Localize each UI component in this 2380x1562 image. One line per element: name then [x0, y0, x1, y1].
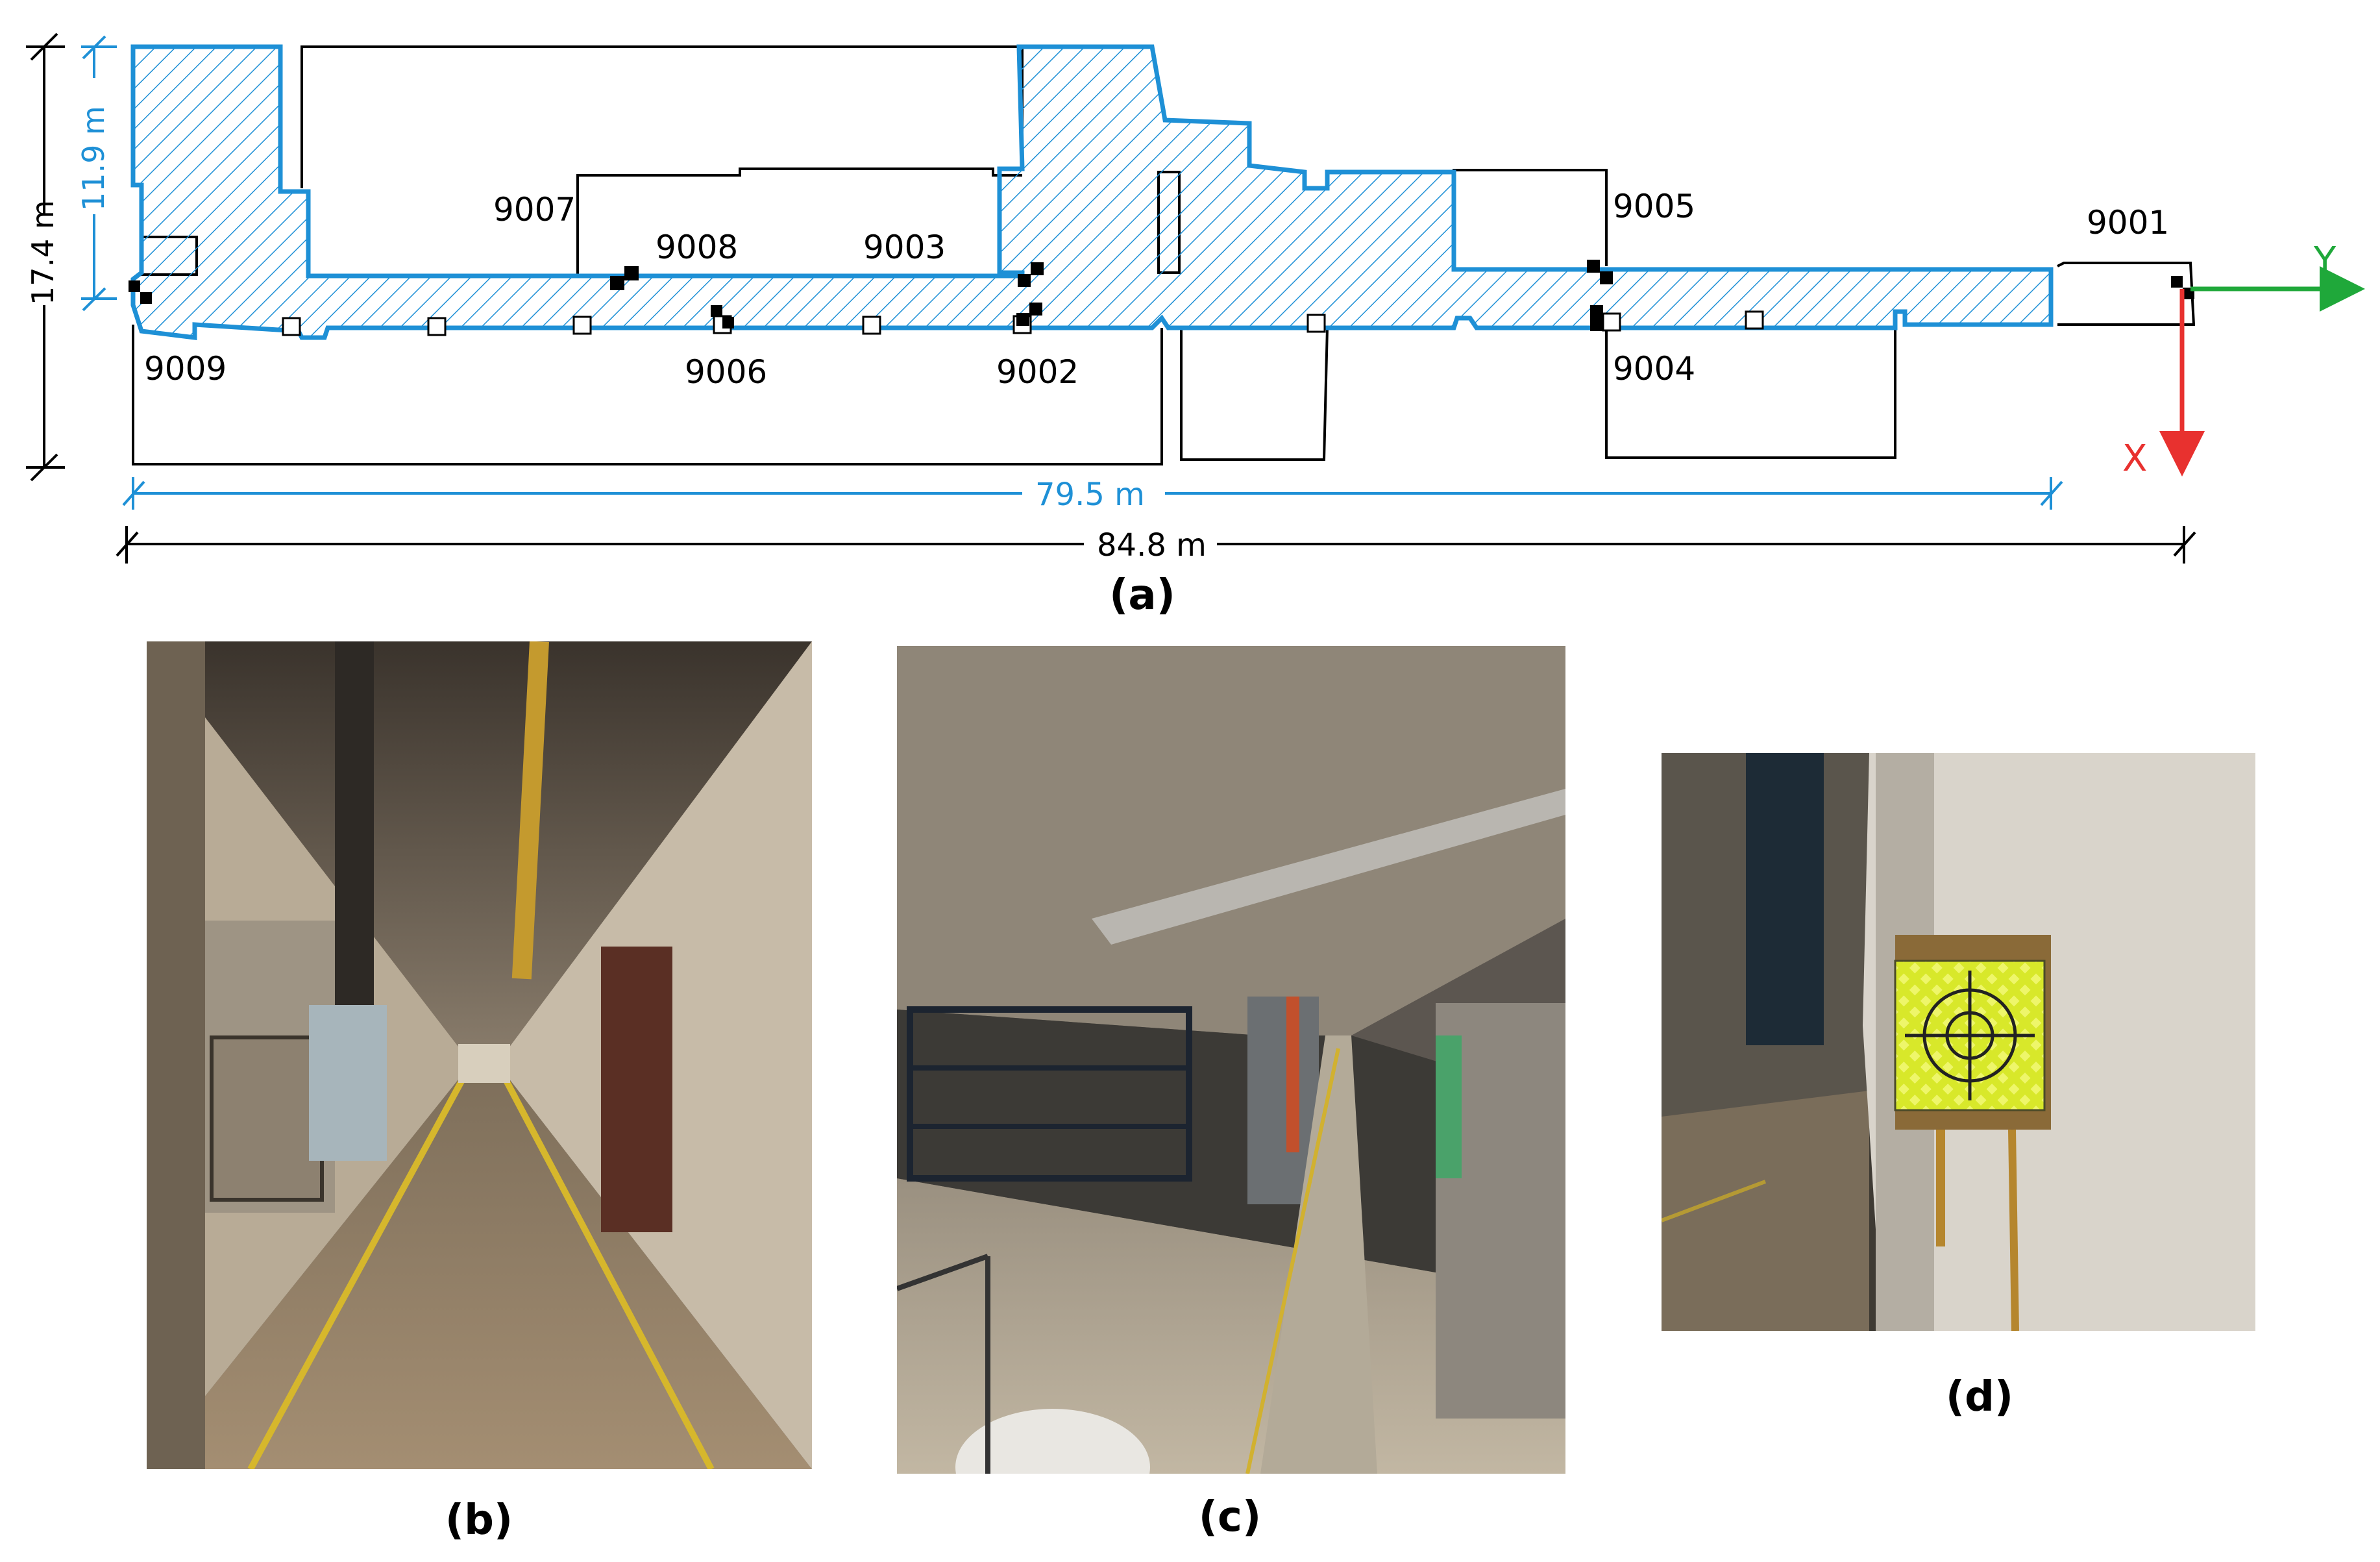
photo-b-corridor [147, 641, 812, 1469]
wall-marker [862, 316, 881, 335]
point-label-9004: 9004 [1613, 350, 1695, 388]
survey-point-symbol [129, 280, 140, 292]
dimension-total-height-label: 17.4 m [25, 200, 60, 305]
point-label-9001: 9001 [2087, 204, 2169, 242]
dimension-corridor-height [81, 35, 117, 312]
survey-point-symbol [1587, 260, 1600, 273]
dimension-total-length [116, 526, 2196, 564]
survey-point-symbol [1590, 305, 1603, 318]
point-label-9006: 9006 [685, 353, 767, 391]
wall-marker [427, 317, 447, 336]
survey-point-symbol [711, 305, 722, 317]
y-axis-label: Y [2313, 240, 2337, 282]
room-outline-south-east [1605, 312, 1896, 459]
caption-d: (d) [1945, 1373, 2014, 1421]
photo-d-reflective-target [1662, 753, 2255, 1331]
wall-marker [1745, 310, 1764, 330]
room-outline-9001-block [2057, 262, 2196, 326]
caption-a: (a) [1109, 571, 1175, 619]
point-label-9002: 9002 [996, 353, 1079, 391]
dimension-corridor-height-label: 11.9 m [76, 106, 111, 211]
point-label-9009: 9009 [144, 350, 227, 388]
caption-c: (c) [1198, 1493, 1262, 1541]
survey-point-symbol [140, 292, 152, 304]
dimension-corridor-length-label: 79.5 m [1035, 477, 1145, 513]
room-outline-9005-block [1453, 169, 1608, 266]
room-outline-9007-block [576, 167, 1022, 276]
floor-plan: 9009 9007 9008 9003 9006 9002 9005 9004 … [25, 32, 2365, 564]
survey-point-symbol [610, 276, 624, 290]
wall-marker [572, 316, 592, 335]
point-label-9003: 9003 [863, 229, 946, 266]
survey-point-symbol [624, 266, 639, 280]
x-axis-label: X [2122, 438, 2147, 480]
dimension-corridor-length [122, 477, 2063, 510]
survey-point-symbol [1031, 262, 1044, 275]
room-outline-south-west [132, 325, 1163, 465]
point-label-9005: 9005 [1613, 188, 1695, 225]
dimension-total-length-label: 84.8 m [1097, 527, 1207, 564]
caption-b: (b) [445, 1496, 513, 1544]
survey-point-symbol [1600, 271, 1613, 284]
survey-point-symbol [1016, 313, 1029, 326]
point-label-9008: 9008 [656, 229, 738, 266]
room-outline-south-mid [1180, 327, 1329, 461]
wall-marker [1602, 312, 1621, 332]
corridor-area [130, 44, 2054, 340]
survey-point-symbol [1018, 274, 1031, 287]
survey-point-symbol [722, 317, 734, 329]
point-label-9007: 9007 [493, 191, 576, 229]
survey-point-symbol [1590, 318, 1603, 331]
photo-c-storage-hall [897, 646, 1565, 1474]
dimension-total-height [26, 32, 65, 482]
survey-point-symbol [1029, 303, 1042, 316]
room-outline-north-west [301, 45, 1024, 188]
wall-marker [282, 317, 301, 336]
survey-point-symbol [2171, 276, 2183, 288]
wall-marker [1307, 314, 1326, 333]
